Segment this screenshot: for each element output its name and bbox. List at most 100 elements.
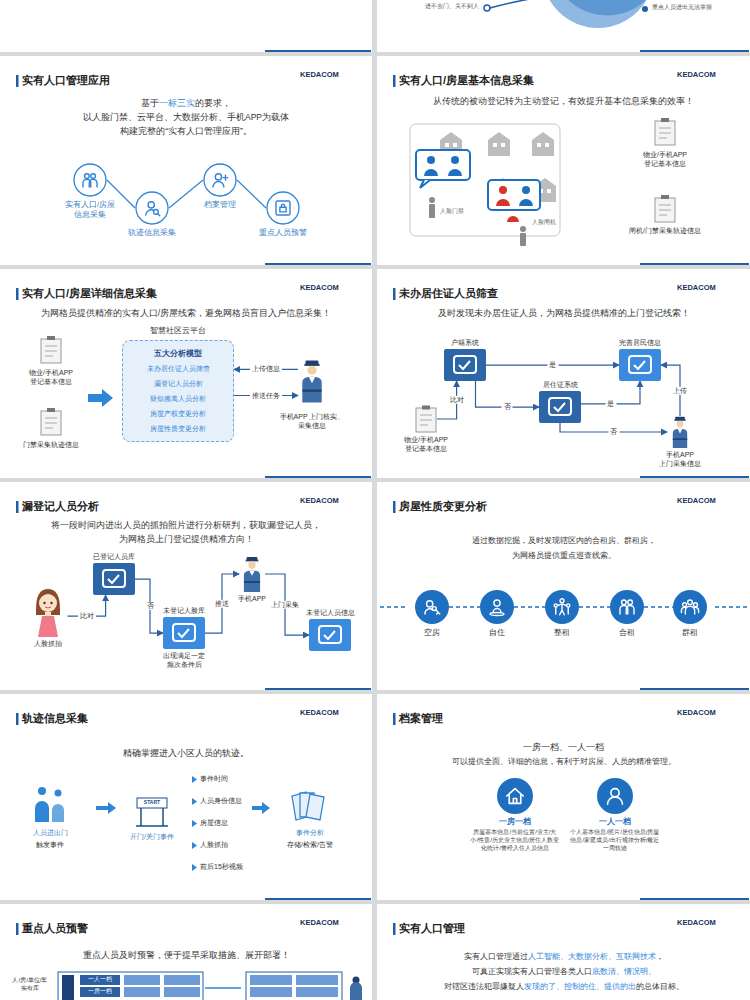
node-sq: 户籍系统 [430,338,500,381]
system-box [619,349,661,381]
connector [579,606,610,608]
node-text: 房屋性质变更分析 [127,421,229,436]
label-text: 为网格员提供重点巡查线索。 [512,551,616,560]
node-text: 房屋产权变更分析 [127,406,229,421]
text-line: 事件时间 [200,774,228,783]
text-line: 从传统的被动登记转为主动登记，有效提升基本信息采集的效率！ [377,96,750,107]
node-sq: 居住证系统 [525,380,595,423]
text-line: 事件分析 [270,828,350,837]
text-line: START [137,799,167,806]
label-text: 轨迹信息采集 [22,712,88,724]
node-fig: 人脸抓拍 [20,585,75,648]
police-figure [298,352,326,410]
text-line: KEDACOM [300,283,339,293]
text-line: 将一段时间内进出人员的抓拍照片进行分析研判，获取漏登记人员， [0,520,372,531]
node-text: 居住证系统 [525,380,595,389]
connector [237,180,266,208]
label-text: 构建完整的“实有人口管理应用”。 [120,126,252,136]
label-text: 通过数据挖掘，及时发现辖区内的合租房、群租房， [472,536,656,545]
label-text: KEDACOM [300,496,339,505]
text-line: 人脸抓拍 [200,840,228,849]
label-text: 人工智能、大数据分析、互联网技术 [528,952,656,961]
label-text: 人脸闸机 [532,219,556,225]
label-text: 及时发现未办居住证人员，为网格员提供精准的上门登记线索！ [438,308,690,318]
node-text: 物业/手机APP 登记基本信息 [394,435,458,453]
node-fig: 手机APP [222,556,282,603]
node-text: 出现满足一定 频次条件后 [148,652,220,669]
node-fig: 手机APP 上门采集信息 [645,416,715,468]
text-line: 漏登记人员分析 [22,499,99,513]
label-text: 基于 [141,98,159,108]
node-text: 档案管理 [185,200,255,210]
connector [514,606,545,608]
node-text: 五大分析模型 [127,346,229,361]
text-line: 门禁采集轨迹信息 [1,440,101,449]
node-text: 自住 [472,628,522,638]
girl-figure [28,585,68,637]
label-text: 一房一档 [88,988,112,994]
label-text: KEDACOM [300,918,339,927]
edge-label: 比对 [78,612,96,620]
label-text: 档案管理 [399,712,443,724]
node-text: 实有人口/房屋 信息采集 [55,200,125,220]
label-text: 闸机/门禁采集轨迹信息 [629,227,701,234]
label-text: 一房一档、一人一档 [523,742,604,752]
filled-circle-icon [415,590,449,624]
node-text: 已登记人员库 [78,552,150,561]
label-text: 人脸门禁 [440,208,464,214]
label-text: 物业/手机APP 登记基本信息 [29,369,73,385]
text-line: 实有人口管理应用 [22,73,110,87]
label-text: 进不去门、关不到人 [425,3,479,9]
text-line: 构建完整的“实有人口管理应用”。 [0,126,372,137]
node-text: 一人一档 [570,817,660,827]
label-text: KEDACOM [677,283,716,292]
node-text: 未办居住证人员筛查 [127,361,229,376]
node-text: 一房一档 [470,817,560,827]
text-line: KEDACOM [300,708,339,718]
label-text: KEDACOM [677,918,716,927]
text-line: KEDACOM [677,70,716,80]
text-line: 人脸门禁 [440,208,464,216]
text-line: 一人一档 [80,976,120,983]
label-text: 重点人员及时预警，便于提早采取措施、展开部署！ [83,950,290,960]
node-text: 人脸抓拍 [20,639,75,648]
edge-label: 是 [547,361,558,369]
label-text: 房屋信息 [200,819,228,826]
node-circ: 实有人口/房屋 信息采集 [55,163,125,220]
label-text: START [144,799,160,805]
label-text: 存储/检索/告警 [287,841,333,848]
text-line: 物业/手机APP 登记基本信息 [630,150,700,168]
label-text: KEDACOM [677,496,716,505]
text-line: 实有人口管理 [399,921,465,935]
text-line: KEDACOM [300,918,339,928]
system-box [539,391,581,423]
text-line: 可真正实现实有人口管理各类人口底数清、情况明、 [377,967,750,977]
text-line: 未办居住证人员筛查 [399,286,498,300]
text-line: 人员身份信息 [200,796,242,805]
edge-label: 上传 [671,386,689,394]
node-dash: 智慧社区云平台五大分析模型未办居住证人员筛查漏登记人员分析疑似搬离人员分析房屋产… [122,326,234,442]
label-text: 前后15秒视频 [200,863,243,870]
text-line: KEDACOM [300,70,339,80]
text-line: 为网格员提供精准的实有人口/房屋线索，避免网格员盲目入户信息采集！ [0,308,372,319]
edge-label: 推送任务 [250,391,282,399]
label-text: 实有人口管理通过 [464,952,528,961]
text-line: 一房一档、一人一档 [377,742,750,753]
edge-label: 上门采集 [269,600,301,608]
node-fig: 物业/手机APP 登记基本信息 [394,405,458,453]
text-line: 为网格员提供重点巡查线索。 [377,551,750,561]
archive-circle [597,778,633,814]
connector [265,574,309,635]
label-text: 人脸抓拍 [200,841,228,848]
filled-circle-icon [545,590,579,624]
node-circ: 档案管理 [185,163,255,210]
node-text: 整租 [537,628,587,638]
label-text: 实有人口/房屋详细信息采集 [22,287,157,299]
circle-icon [73,163,107,197]
text-line: 以人脸门禁、云平台、大数据分析、手机APP为载体 [0,112,372,123]
text-line: 触发事件 [10,840,90,849]
label-text: 重点人员进出无法掌握 [652,4,712,10]
connector [169,180,203,208]
label-text: ， [656,952,664,961]
